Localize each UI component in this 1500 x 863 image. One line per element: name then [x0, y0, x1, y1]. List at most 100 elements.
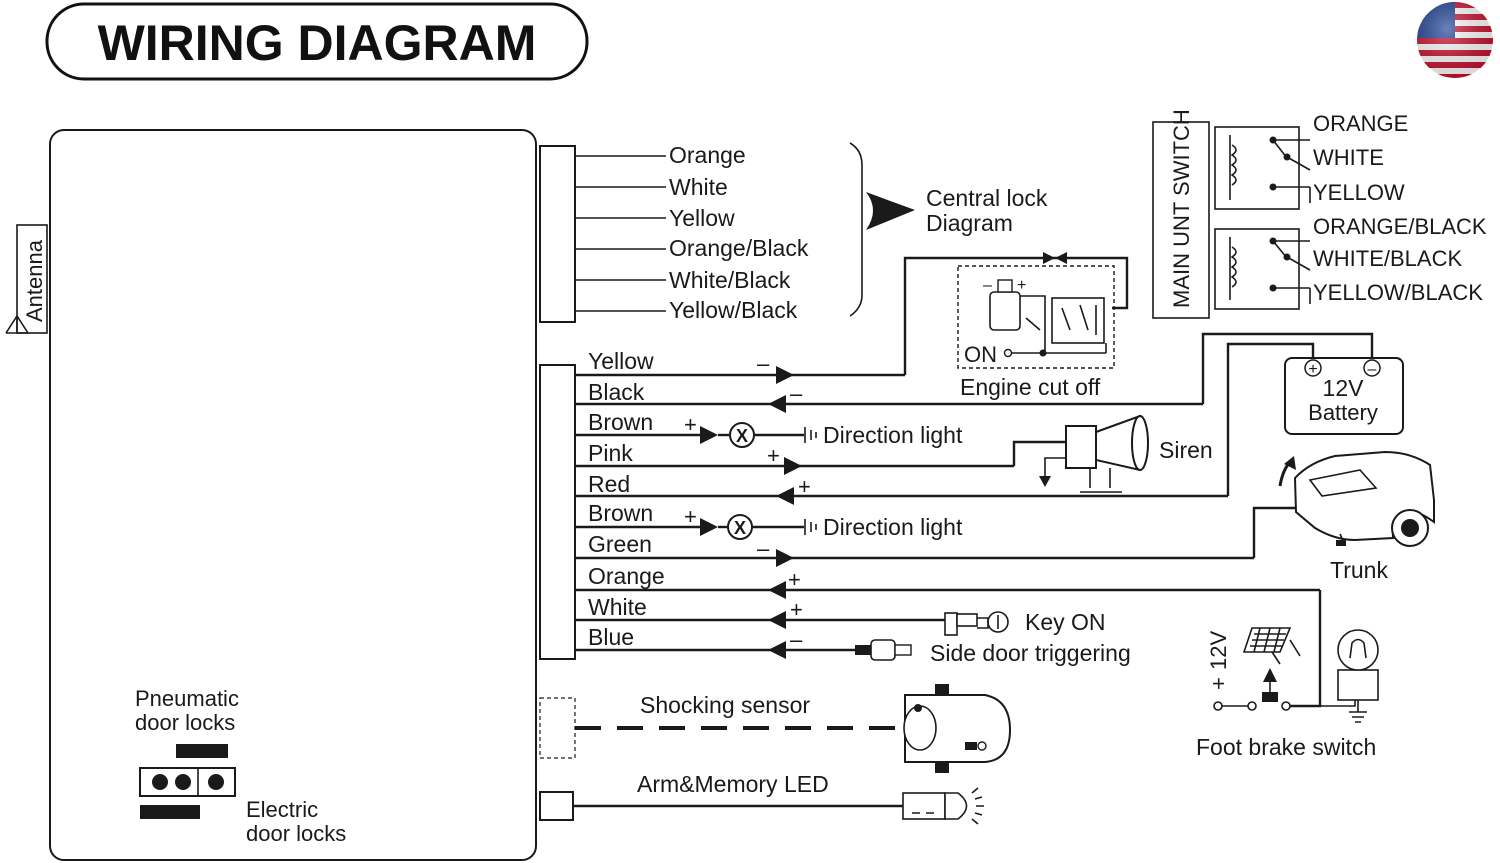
central-lock-label: Central lock	[926, 185, 1048, 211]
arm-led-label: Arm&Memory LED	[637, 771, 829, 797]
pneumatic-lock-bar	[176, 744, 228, 758]
battery-minus-terminal	[1363, 359, 1381, 377]
title-badge: WIRING DIAGRAM	[45, 2, 589, 81]
central-lock-connector	[539, 145, 576, 323]
door-locks: Pneumatic door locks Electric door locks	[135, 686, 346, 846]
central-lock-wire-label: Orange/Black	[669, 235, 809, 261]
battery-plus-sign: +	[1308, 361, 1317, 378]
battery-plus-terminal	[1304, 359, 1322, 377]
arrow-left-icon	[768, 611, 786, 629]
harness-wire-label: Pink	[588, 440, 633, 466]
central-lock-wire-label: Yellow	[669, 205, 735, 231]
battery-voltage: 12V	[1323, 375, 1365, 401]
sensor-connector	[539, 697, 576, 759]
harness-wire-label: Brown	[588, 409, 653, 435]
central-lock-arrow-icon	[866, 192, 915, 230]
coil-minus: –	[983, 277, 992, 294]
arrow-right-icon	[776, 549, 794, 567]
arrow-right-icon	[784, 457, 802, 475]
bowtie-icon	[1043, 252, 1067, 264]
harness-wire-label: Green	[588, 531, 652, 557]
main-unit-switch: MAIN UNT SWITCH ORANGE WHITE YELLOW ORAN…	[1152, 109, 1487, 319]
switch-output-label: YELLOW/BLACK	[1313, 280, 1483, 305]
polarity-sign: +	[684, 412, 697, 437]
polarity-sign: +	[788, 567, 801, 592]
battery-label: Battery	[1308, 400, 1378, 425]
lamp-symbol: X	[736, 426, 748, 446]
central-lock-wire-label: Orange	[669, 142, 746, 168]
harness-wire-label: Red	[588, 471, 630, 497]
polarity-sign: –	[757, 351, 770, 376]
foot-brake-plus: +	[1206, 677, 1231, 690]
arrow-left-icon	[768, 581, 786, 599]
arrow-right-icon	[700, 518, 718, 536]
battery-12v: + – 12V Battery	[1201, 332, 1404, 496]
polarity-sign: –	[790, 627, 803, 652]
brake-lamp-icon	[1337, 669, 1379, 701]
arm-memory-led: Arm&Memory LED	[539, 771, 984, 825]
foot-brake-voltage: 12V	[1206, 631, 1231, 670]
door-switch-icon	[855, 645, 871, 655]
side-door-trigger: Side door triggering	[855, 639, 1131, 666]
polarity-sign: –	[757, 536, 770, 561]
coil-icon	[989, 291, 1021, 331]
arrow-right-icon	[700, 426, 718, 444]
electric-lock-bar	[140, 805, 200, 819]
switch-output-label: WHITE	[1313, 145, 1384, 170]
central-lock-wire-label: White/Black	[669, 267, 791, 293]
switch-output-label: WHITE/BLACK	[1313, 246, 1462, 271]
direction-light-1: X Direction light	[718, 422, 963, 448]
direction-light-2: X Direction light	[718, 514, 963, 540]
direction-light-label: Direction light	[823, 422, 963, 448]
harness-wire-label: Yellow	[588, 348, 654, 374]
battery-minus-sign: –	[1368, 361, 1377, 378]
siren-label: Siren	[1159, 437, 1213, 463]
lamp-symbol: X	[734, 518, 746, 538]
us-flag-icon	[1417, 2, 1493, 78]
main-unit-switch-label: MAIN UNT SWITCH	[1169, 109, 1194, 308]
arrow-left-icon	[776, 487, 794, 505]
switch-output-label: ORANGE	[1313, 111, 1408, 136]
direction-light-label: Direction light	[823, 514, 963, 540]
harness-wire-label: White	[588, 594, 647, 620]
pneumatic-label-2: door locks	[135, 710, 235, 735]
harness-wire-label: Blue	[588, 624, 634, 650]
harness-wires: Yellow Black Brown Pink Red Brown Green …	[575, 348, 1320, 652]
page-title: WIRING DIAGRAM	[98, 15, 537, 71]
engine-cut-off: – + ON Engine cut off	[903, 252, 1129, 400]
trunk: Trunk	[1252, 450, 1435, 583]
central-lock-wires: Orange White Yellow Orange/Black White/B…	[575, 142, 809, 323]
siren-icon	[1065, 425, 1097, 469]
harness-wire-label: Black	[588, 379, 645, 405]
polarity-sign: +	[767, 443, 780, 468]
antenna: Antenna	[5, 224, 48, 334]
key-on-label: Key ON	[1025, 609, 1106, 635]
central-lock-label-2: Diagram	[926, 210, 1013, 236]
polarity-sign: +	[798, 474, 811, 499]
pneumatic-label-1: Pneumatic	[135, 686, 239, 711]
polarity-sign: –	[790, 381, 803, 406]
side-door-label: Side door triggering	[930, 640, 1131, 666]
coil-plus: +	[1017, 277, 1026, 294]
foot-brake-label: Foot brake switch	[1196, 734, 1376, 760]
central-lock-brace	[849, 142, 863, 317]
polarity-sign: +	[684, 504, 697, 529]
arrow-right-icon	[776, 366, 794, 384]
control-unit-box	[49, 129, 537, 861]
key-icon	[944, 612, 958, 636]
electric-label-1: Electric	[246, 797, 318, 822]
foot-brake-switch: 12V + Foot brake switch	[1196, 590, 1379, 760]
arrow-left-icon	[768, 641, 786, 659]
electric-label-2: door locks	[246, 821, 346, 846]
siren: Siren	[1012, 414, 1213, 493]
harness-connector	[539, 364, 576, 660]
polarity-sign: +	[790, 597, 803, 622]
led-icon	[902, 792, 946, 820]
switch-output-label: ORANGE/BLACK	[1313, 214, 1487, 239]
harness-wire-label: Orange	[588, 563, 665, 589]
antenna-label: Antenna	[22, 239, 47, 322]
arrow-up-icon	[1263, 668, 1277, 682]
on-label: ON	[964, 342, 997, 367]
switch-output-label: YELLOW	[1313, 180, 1405, 205]
